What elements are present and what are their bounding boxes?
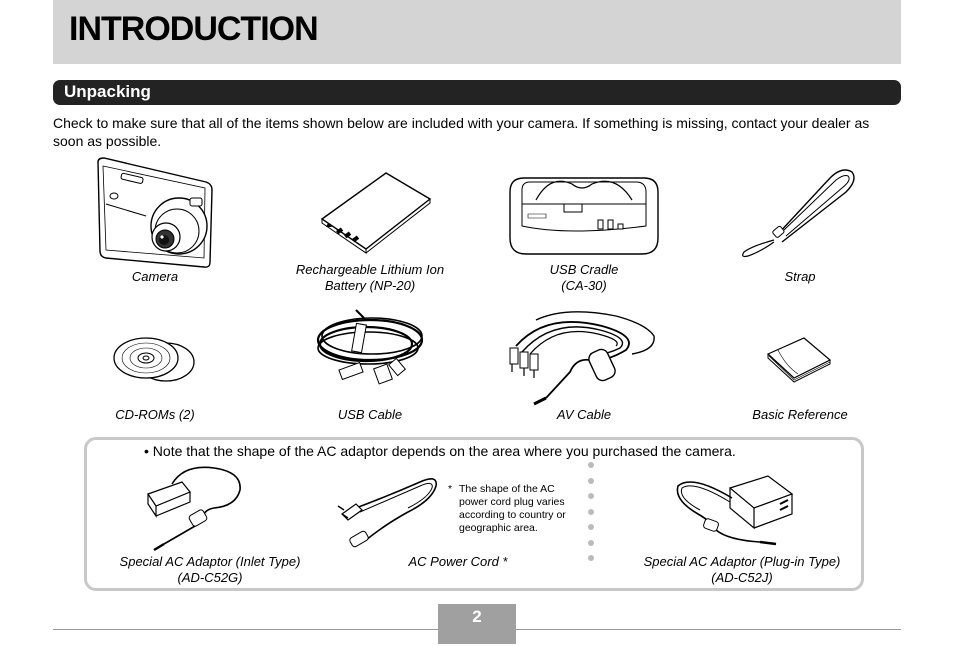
page-number-box: 2	[438, 604, 516, 644]
footnote-mark: *	[448, 483, 453, 495]
caption-usb-cradle-line1: USB Cradle	[549, 262, 619, 277]
caption-usb-cradle: USB Cradle (CA-30)	[524, 262, 644, 294]
cd-roms-illustration	[112, 336, 198, 384]
usb-cable-illustration	[306, 304, 428, 388]
footnote-line3: according to country or	[459, 509, 566, 521]
caption-cd-roms: CD-ROMs (2)	[115, 407, 195, 422]
inlet-ac-adaptor-illustration	[144, 462, 254, 552]
page-number: 2	[472, 607, 482, 626]
section-title: Unpacking	[64, 82, 151, 101]
caption-av-cable: AV Cable	[556, 407, 612, 422]
caption-plug-in-adaptor: Special AC Adaptor (Plug-in Type) (AD-C5…	[624, 554, 860, 586]
usb-cradle-illustration	[508, 170, 660, 258]
basic-reference-illustration	[764, 336, 834, 384]
caption-battery-line1: Rechargeable Lithium Ion	[295, 262, 445, 277]
footnote-line4: geographic area.	[459, 522, 538, 534]
battery-illustration	[314, 169, 436, 253]
footnote-line1: The shape of the AC	[459, 483, 555, 495]
footnote-line2: power cord plug varies	[459, 496, 565, 508]
footnote: * The shape of the AC power cord plug va…	[448, 483, 584, 535]
caption-usb-cable: USB Cable	[337, 407, 403, 422]
caption-basic-reference: Basic Reference	[752, 407, 848, 422]
note-box	[84, 437, 864, 591]
caption-battery-line2: Battery (NP-20)	[324, 278, 416, 293]
note-text: • Note that the shape of the AC adaptor …	[144, 443, 736, 459]
section-header: Unpacking	[53, 80, 901, 105]
caption-inlet-adaptor: Special AC Adaptor (Inlet Type) (AD-C52G…	[104, 554, 316, 586]
caption-inlet-adaptor-line2: (AD-C52G)	[177, 570, 243, 585]
plug-in-ac-adaptor-illustration	[672, 464, 802, 550]
caption-inlet-adaptor-line1: Special AC Adaptor (Inlet Type)	[119, 554, 301, 569]
intro-paragraph: Check to make sure that all of the items…	[53, 115, 870, 149]
av-cable-illustration	[506, 302, 658, 406]
title-bar: INTRODUCTION	[53, 0, 901, 64]
dotted-divider	[586, 462, 596, 571]
ac-power-cord-illustration	[338, 470, 442, 552]
caption-battery: Rechargeable Lithium Ion Battery (NP-20)	[278, 262, 462, 294]
caption-plug-in-adaptor-line1: Special AC Adaptor (Plug-in Type)	[643, 554, 841, 569]
caption-usb-cradle-line2: (CA-30)	[561, 278, 607, 293]
page-title: INTRODUCTION	[69, 10, 319, 48]
caption-strap: Strap	[784, 269, 816, 284]
caption-camera: Camera	[131, 269, 179, 284]
strap-illustration	[738, 166, 858, 258]
camera-illustration	[94, 154, 216, 270]
caption-plug-in-adaptor-line2: (AD-C52J)	[711, 570, 773, 585]
caption-ac-power-cord: AC Power Cord *	[408, 554, 508, 569]
